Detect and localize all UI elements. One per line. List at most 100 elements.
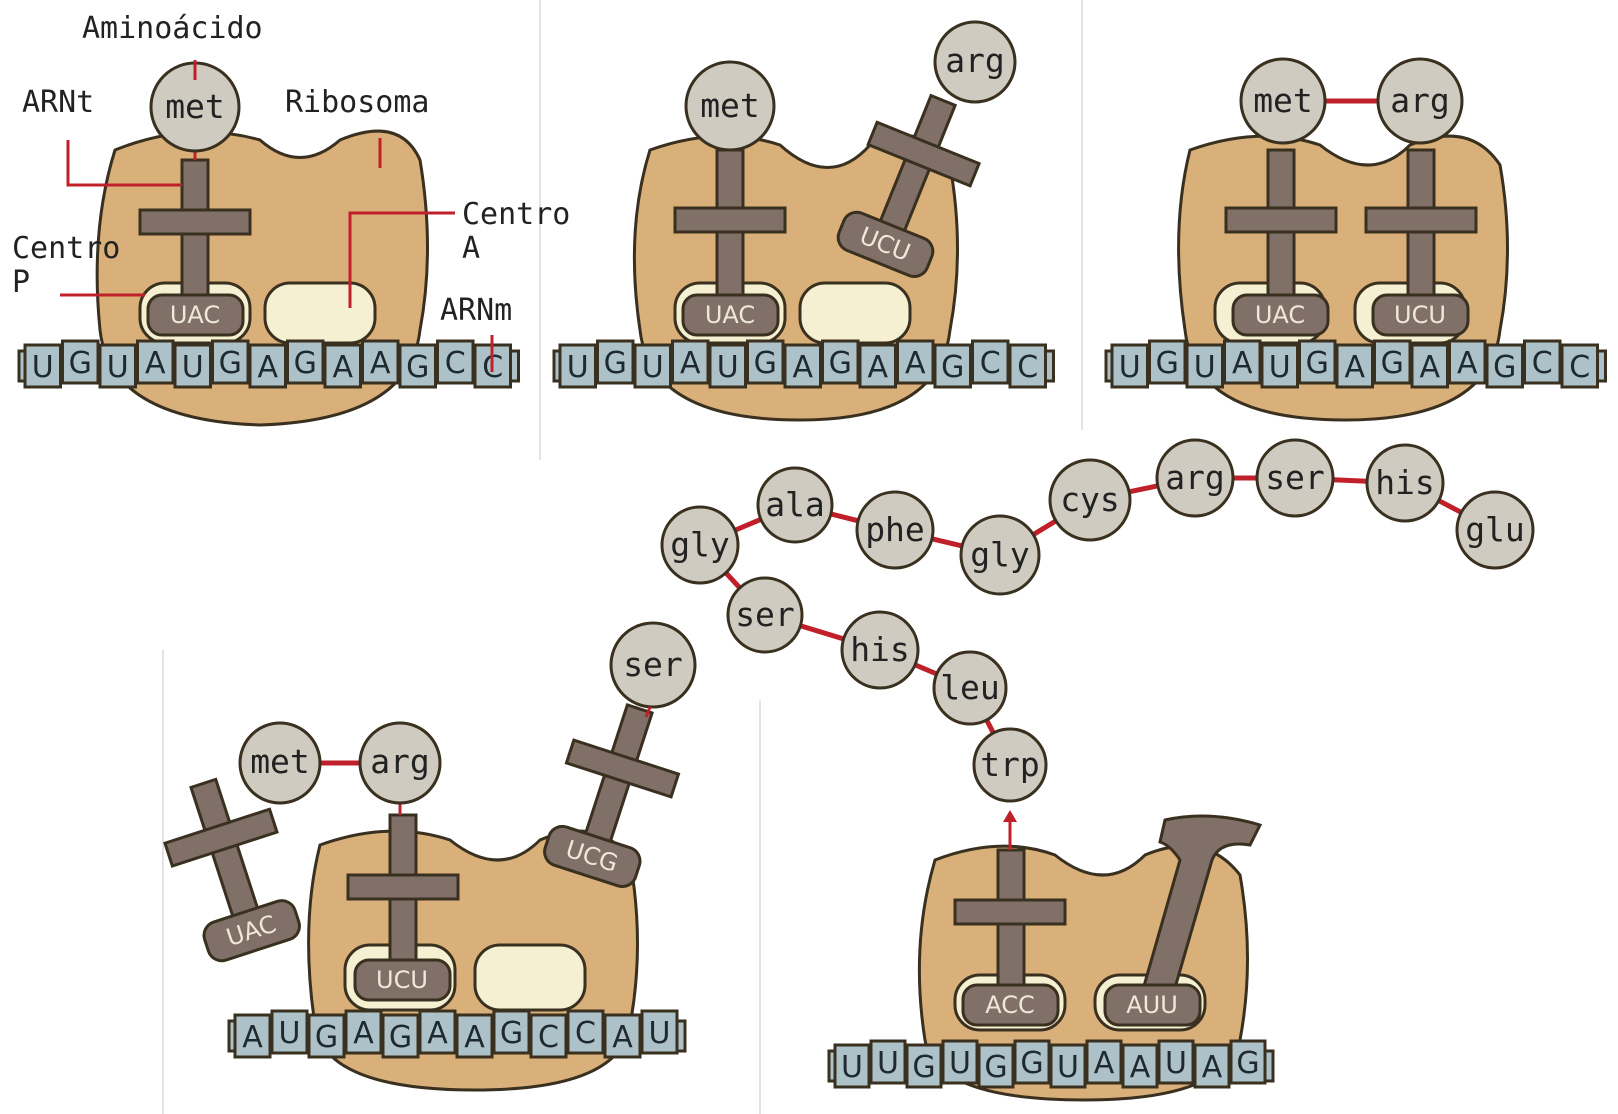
- mrna-base-label: U: [649, 1016, 671, 1051]
- mrna-base-label: G: [315, 1020, 338, 1055]
- amino-acid-label: glu: [1465, 510, 1525, 549]
- mrna-base-label: A: [1344, 350, 1365, 385]
- anticodon-label: UCU: [376, 966, 428, 994]
- a-site: [800, 283, 910, 343]
- mrna-base-label: G: [604, 346, 627, 381]
- mrna-base-label: U: [1269, 350, 1291, 385]
- mrna-base-label: A: [1232, 346, 1253, 381]
- a-site-label-line2: A: [462, 231, 480, 266]
- peptide-bond: [831, 514, 858, 521]
- p-site-label-line1: Centro: [12, 231, 120, 266]
- mrna-base-label: G: [1306, 346, 1329, 381]
- amino-acid-label: trp: [980, 745, 1040, 784]
- amino-acid-label: his: [1375, 463, 1435, 502]
- mrna-base-label: A: [427, 1016, 448, 1051]
- mrna-base-label: U: [1194, 350, 1216, 385]
- mrna-base-label: A: [332, 350, 353, 385]
- amino-acid-label: arg: [1390, 81, 1450, 120]
- mrna-base-label: G: [219, 346, 242, 381]
- amino-acid-label: ser: [623, 645, 683, 684]
- mrna-base-label: C: [1017, 350, 1038, 385]
- amino-acid-label: ser: [1265, 458, 1325, 497]
- amino-acid-label: met: [700, 86, 760, 125]
- anticodon-label: UCU: [1394, 301, 1446, 329]
- mrna-base-label: A: [370, 346, 391, 381]
- mrna-base-label: U: [642, 350, 664, 385]
- mrna-base-label: U: [567, 350, 589, 385]
- amino-acid-label: gly: [970, 535, 1030, 574]
- a-site: [265, 283, 375, 343]
- mrna-base-label: G: [1381, 346, 1404, 381]
- mrna-base-label: U: [279, 1016, 301, 1051]
- mrna-base-label: G: [1156, 346, 1179, 381]
- amino-acid-label: his: [850, 630, 910, 669]
- mrna-base-label: U: [107, 350, 129, 385]
- mrna-base-label: G: [69, 346, 92, 381]
- amino-acid-label: met: [1253, 81, 1313, 120]
- mrna-base-label: G: [1020, 1046, 1043, 1081]
- ribosome-label: Ribosoma: [285, 85, 430, 120]
- mrna-base-label: A: [905, 346, 926, 381]
- peptide-bond: [915, 665, 937, 674]
- anticodon-label: UAC: [1255, 301, 1305, 329]
- mrna-base-label: G: [941, 350, 964, 385]
- panel-1: UAC met UGUAUGAGAAGCC Aminoácido ARNt Ri…: [12, 11, 570, 425]
- mrna-base-label: A: [612, 1020, 633, 1055]
- peptide-bond: [1333, 480, 1367, 482]
- peptide-bond: [735, 519, 761, 530]
- mrna-base-label: A: [680, 346, 701, 381]
- mrna-strand: UGUAUGAGAAGCC: [19, 341, 519, 387]
- peptide-bond: [1129, 486, 1158, 492]
- amino-acid-label: arg: [945, 41, 1005, 80]
- mrna-base-label: A: [242, 1020, 263, 1055]
- peptide-bond: [1439, 501, 1462, 513]
- peptide-bond: [987, 720, 994, 733]
- mrna-base-label: A: [1419, 350, 1440, 385]
- mrna-base-label: A: [257, 350, 278, 385]
- amino-acid-label: cys: [1060, 480, 1120, 519]
- a-site: [475, 945, 585, 1010]
- mrna-base-label: A: [867, 350, 888, 385]
- amino-acid-label: phe: [865, 510, 925, 549]
- mrna-base-label: C: [445, 346, 466, 381]
- amino-acid-label: gly: [670, 525, 730, 564]
- mrna-base-label: A: [1094, 1046, 1115, 1081]
- mrna-base-label: C: [575, 1016, 596, 1051]
- amino-acid-label: arg: [370, 742, 430, 781]
- mrna-base-label: U: [182, 350, 204, 385]
- mrna-base-label: G: [294, 346, 317, 381]
- amino-acid-label: ser: [735, 595, 795, 634]
- amino-acid-label: met: [165, 87, 225, 126]
- mrna-base-label: A: [353, 1016, 374, 1051]
- mrna-base-label: U: [32, 350, 54, 385]
- mrna-base-label: G: [1493, 350, 1516, 385]
- mrna-base-label: A: [1202, 1050, 1223, 1085]
- amino-acid-label: leu: [940, 668, 1000, 707]
- a-site-label-line1: Centro: [462, 197, 570, 232]
- panel-2: UAC met UCU arg UGUAUGAGAAGCC: [554, 22, 1054, 420]
- mrna-base-label: A: [145, 346, 166, 381]
- mrna-base-label: C: [1569, 350, 1590, 385]
- mrna-base-label: U: [841, 1050, 863, 1085]
- anticodon-label: UAC: [705, 301, 755, 329]
- release-arrowhead: [1003, 810, 1017, 822]
- mrna-base-label: A: [464, 1020, 485, 1055]
- mrna-base-label: G: [829, 346, 852, 381]
- mrna-base-label: A: [792, 350, 813, 385]
- incoming-trna: UCG: [535, 693, 694, 893]
- mrna-base-label: G: [912, 1050, 935, 1085]
- mrna-base-label: U: [949, 1046, 971, 1081]
- mrna-base-label: G: [500, 1016, 523, 1051]
- mrna-base-label: C: [980, 346, 1001, 381]
- mrna-base-label: G: [754, 346, 777, 381]
- mrna-base-label: C: [1532, 346, 1553, 381]
- aminoacid-label: Aminoácido: [82, 11, 263, 46]
- amino-acid-label: ala: [765, 485, 825, 524]
- trna-label: ARNt: [22, 85, 94, 120]
- mrna-strand: AUGAGAAGCCAU: [229, 1011, 685, 1057]
- mrna-base-label: G: [1236, 1046, 1259, 1081]
